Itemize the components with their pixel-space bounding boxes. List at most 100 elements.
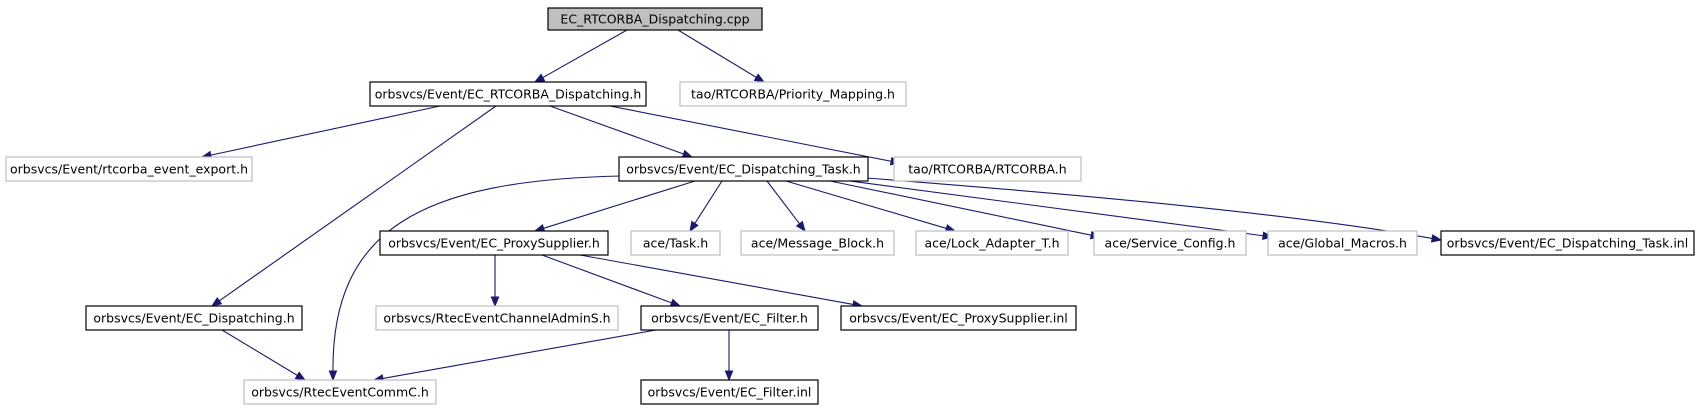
edge-arrowhead xyxy=(753,73,766,83)
node-label: EC_RTCORBA_Dispatching.cpp xyxy=(560,12,749,27)
node-box xyxy=(1093,230,1247,256)
edge-arrowhead xyxy=(681,149,694,158)
node-label: orbsvcs/Event/rtcorba_event_export.h xyxy=(10,162,248,177)
edge-ec-proxysupplier-h-to-rtec-admin xyxy=(490,255,500,308)
node-ec-proxysupplier-inl[interactable]: orbsvcs/Event/EC_ProxySupplier.inl xyxy=(840,305,1077,331)
edge-line xyxy=(865,177,1433,239)
edge-ec-dispatching-task-h-to-ec-proxysupplier-h xyxy=(533,180,696,233)
edge-ec-dispatching-task-h-to-ace-task xyxy=(689,180,723,233)
node-box xyxy=(679,81,907,107)
edge-arrowhead xyxy=(533,73,546,83)
edge-ec-rtcorba-disp-h-to-ec-dispatching-h xyxy=(210,105,497,307)
node-ace-service-config: ace/Service_Config.h xyxy=(1093,230,1247,256)
node-rtec-admin: orbsvcs/RtecEventChannelAdminS.h xyxy=(375,305,619,331)
edge-root-to-ec-rtcorba-disp-h xyxy=(533,29,628,83)
node-box xyxy=(893,156,1082,182)
edge-ec-rtcorba-disp-h-to-rtcorba-event-export xyxy=(200,105,441,160)
edge-line xyxy=(785,180,947,229)
edge-ec-dispatching-task-h-to-ace-service-config xyxy=(829,180,1102,240)
node-label: orbsvcs/RtecEventChannelAdminS.h xyxy=(383,311,610,326)
node-box xyxy=(85,305,303,331)
node-box xyxy=(640,379,819,405)
edge-ec-dispatching-task-h-to-ec-dispatching-task-inl xyxy=(865,177,1443,243)
node-label: ace/Task.h xyxy=(643,236,708,251)
node-ace-global-macros: ace/Global_Macros.h xyxy=(1267,230,1418,256)
node-label: orbsvcs/RtecEventCommC.h xyxy=(251,385,429,400)
edge-line xyxy=(543,180,696,229)
edge-ec-dispatching-task-h-to-ace-lock-adapter xyxy=(785,180,957,233)
node-ec-dispatching-h[interactable]: orbsvcs/Event/EC_Dispatching.h xyxy=(85,305,303,331)
node-label: orbsvcs/Event/EC_Filter.h xyxy=(651,311,808,326)
edge-arrowhead xyxy=(724,370,734,382)
node-box xyxy=(1267,230,1418,256)
edge-ec-rtcorba-disp-h-to-ec-dispatching-task-h xyxy=(549,105,694,158)
node-label: orbsvcs/Event/EC_Dispatching_Task.h xyxy=(626,162,860,177)
edge-line xyxy=(221,329,298,376)
edge-ec-filter-h-to-ec-filter-inl xyxy=(724,330,734,382)
edge-line xyxy=(829,180,1092,236)
node-ec-dispatching-task-h[interactable]: orbsvcs/Event/EC_Dispatching_Task.h xyxy=(618,156,869,182)
node-box xyxy=(243,379,437,405)
edge-ec-rtcorba-disp-h-to-rtcorba-h xyxy=(609,105,902,166)
node-box xyxy=(740,230,895,256)
node-label: ace/Lock_Adapter_T.h xyxy=(924,236,1059,251)
edge-arrowhead xyxy=(689,220,699,233)
edge-line xyxy=(541,254,672,304)
edge-line xyxy=(382,329,657,379)
node-ace-lock-adapter: ace/Lock_Adapter_T.h xyxy=(915,230,1069,256)
node-box xyxy=(840,305,1077,331)
node-box xyxy=(618,156,869,182)
edge-ec-filter-h-to-rtec-commc xyxy=(372,329,657,383)
edge-root-to-priority-mapping xyxy=(677,29,766,83)
edge-line xyxy=(542,29,628,79)
edge-line xyxy=(766,180,800,225)
edge-line xyxy=(332,175,623,372)
node-label: ace/Global_Macros.h xyxy=(1278,236,1407,251)
node-ec-filter-inl[interactable]: orbsvcs/Event/EC_Filter.inl xyxy=(640,379,819,405)
edge-line xyxy=(549,105,684,155)
node-box xyxy=(640,305,819,331)
node-label: ace/Service_Config.h xyxy=(1105,236,1236,251)
node-priority-mapping: tao/RTCORBA/Priority_Mapping.h xyxy=(679,81,907,107)
node-box xyxy=(1440,230,1695,256)
node-label: ace/Message_Block.h xyxy=(751,236,884,251)
edge-arrowhead xyxy=(669,298,682,307)
node-ec-dispatching-task-inl[interactable]: orbsvcs/Event/EC_Dispatching_Task.inl xyxy=(1440,230,1695,256)
node-box xyxy=(375,305,619,331)
edge-line xyxy=(677,29,757,78)
edge-arrowhead xyxy=(490,296,500,308)
node-ec-proxysupplier-h[interactable]: orbsvcs/Event/EC_ProxySupplier.h xyxy=(379,230,609,256)
node-root[interactable]: EC_RTCORBA_Dispatching.cpp xyxy=(547,7,763,31)
edges-layer xyxy=(200,29,1443,383)
node-label: orbsvcs/Event/EC_Filter.inl xyxy=(648,385,812,400)
node-box xyxy=(547,7,763,31)
edge-line xyxy=(609,105,892,162)
edge-line xyxy=(579,254,854,305)
node-rtcorba-event-export: orbsvcs/Event/rtcorba_event_export.h xyxy=(5,156,253,182)
edge-ec-proxysupplier-h-to-ec-filter-h xyxy=(541,254,682,307)
node-label: orbsvcs/Event/EC_ProxySupplier.inl xyxy=(849,311,1068,326)
node-label: orbsvcs/Event/EC_ProxySupplier.h xyxy=(388,236,600,251)
node-ace-task: ace/Task.h xyxy=(630,230,721,256)
edge-ec-dispatching-h-to-rtec-commc xyxy=(221,329,307,381)
edge-ec-proxysupplier-h-to-ec-proxysupplier-inl xyxy=(579,254,864,309)
node-ec-filter-h[interactable]: orbsvcs/Event/EC_Filter.h xyxy=(640,305,819,331)
edge-arrowhead xyxy=(210,296,223,307)
edge-arrowhead xyxy=(328,370,338,382)
edge-arrowhead xyxy=(795,220,806,233)
node-rtec-commc: orbsvcs/RtecEventCommC.h xyxy=(243,379,437,405)
edge-arrowhead xyxy=(1430,234,1443,243)
node-label: tao/RTCORBA/Priority_Mapping.h xyxy=(691,87,895,102)
node-rtcorba-h: tao/RTCORBA/RTCORBA.h xyxy=(893,156,1082,182)
edge-line xyxy=(219,105,497,302)
node-box xyxy=(630,230,721,256)
node-box xyxy=(915,230,1069,256)
edge-arrowhead xyxy=(294,371,307,381)
edge-ec-dispatching-task-h-to-ace-message-block xyxy=(766,180,806,233)
node-label: orbsvcs/Event/EC_Dispatching.h xyxy=(93,311,294,326)
edge-ec-dispatching-task-h-to-rtec-commc xyxy=(328,175,623,382)
node-box xyxy=(379,230,609,256)
node-ec-rtcorba-disp-h[interactable]: orbsvcs/Event/EC_RTCORBA_Dispatching.h xyxy=(369,81,647,107)
node-box xyxy=(5,156,253,182)
